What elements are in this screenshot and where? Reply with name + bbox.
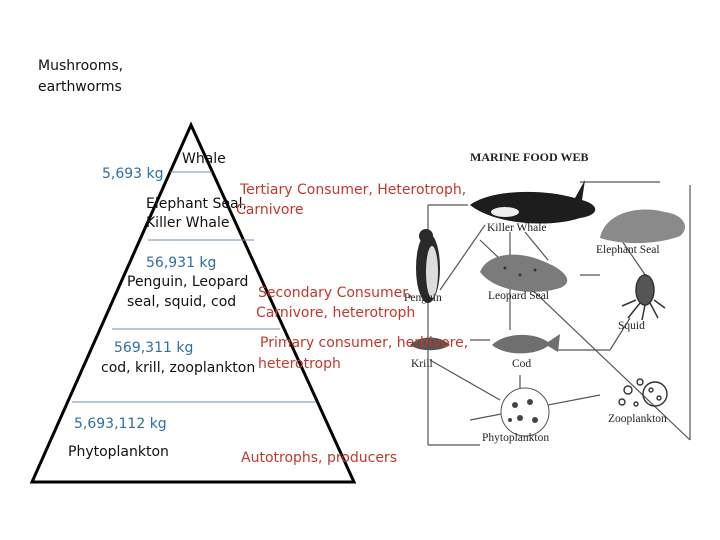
- level-1-organism: Whale: [182, 151, 226, 167]
- label-elephant-seal: Elephant Seal: [596, 244, 660, 256]
- level-4-organism: cod, krill, zooplankton: [101, 360, 256, 376]
- label-krill: Krill: [411, 358, 433, 370]
- level-2-organism-line-2: Killer Whale: [146, 215, 230, 231]
- cod-shape: [492, 334, 560, 354]
- food-web-illustration: [410, 180, 691, 446]
- squid-shape: [621, 274, 666, 321]
- level-3-organism-line-2: seal, squid, cod: [127, 294, 237, 310]
- level-2-organism-line-1: Elephant Seal,: [146, 196, 247, 212]
- role-secondary-line-2: Carnivore, heterotroph: [256, 305, 416, 321]
- pyramid-triangle: [29, 121, 357, 484]
- role-producers: Autotrophs, producers: [241, 450, 397, 466]
- phytoplankton-shape: [500, 387, 550, 437]
- level-1-mass: 5,693 kg: [102, 166, 164, 182]
- killer-whale-shape: [470, 180, 596, 224]
- label-leopard-seal: Leopard Seal: [488, 290, 549, 302]
- top-note-line-2: earthworms: [38, 79, 122, 95]
- label-phytoplankton: Phytoplankton: [482, 432, 550, 444]
- role-tertiary-line-1: Tertiary Consumer, Heterotroph,: [240, 182, 467, 198]
- level-4-mass: 569,311 kg: [114, 340, 194, 356]
- level-3-mass: 56,931 kg: [146, 255, 217, 271]
- label-penguin: Penguin: [404, 292, 442, 304]
- label-squid: Squid: [618, 320, 645, 332]
- food-web-title: MARINE FOOD WEB: [470, 150, 589, 164]
- role-tertiary-line-2: Carnivore: [236, 202, 304, 218]
- role-secondary-line-1: Secondary Consumer,: [258, 285, 413, 301]
- level-3-organism-line-1: Penguin, Leopard: [127, 274, 249, 290]
- krill-shape: [410, 337, 450, 351]
- role-primary-line-2: heterotroph: [258, 356, 341, 372]
- zooplankton-shape: [618, 378, 668, 407]
- role-primary-line-1: Primary consumer, herbivore,: [260, 335, 469, 351]
- elephant-seal-shape: [600, 209, 685, 244]
- top-note-line-1: Mushrooms,: [38, 58, 124, 74]
- level-5-organism: Phytoplankton: [68, 444, 169, 460]
- label-cod: Cod: [512, 358, 532, 370]
- label-killer-whale: Killer Whale: [487, 222, 547, 234]
- label-zooplankton: Zooplankton: [608, 413, 667, 425]
- leopard-seal-shape: [480, 254, 568, 292]
- level-5-mass: 5,693,112 kg: [74, 416, 167, 432]
